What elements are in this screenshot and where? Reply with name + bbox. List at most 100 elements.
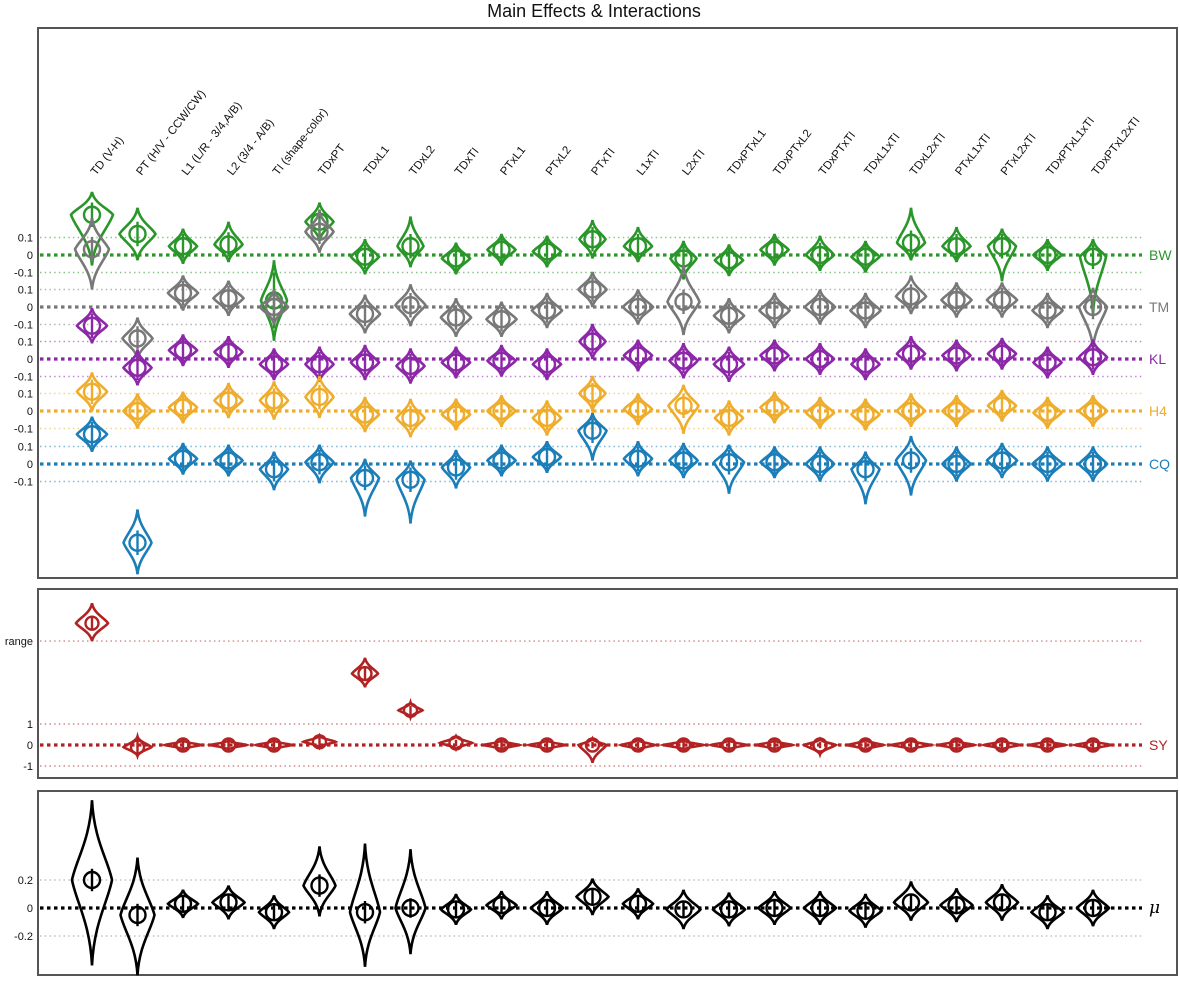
mean-marker <box>82 382 102 401</box>
mean-marker <box>264 297 284 317</box>
violin-outline <box>121 349 154 386</box>
violin-outline <box>258 289 290 325</box>
mean-marker <box>810 898 830 918</box>
violin-SY-L1xTI <box>617 737 659 753</box>
violin-H4-PTxL1xTI <box>940 394 973 428</box>
violin-outline <box>303 346 336 383</box>
mean-marker <box>947 237 966 256</box>
mean-marker <box>675 737 692 753</box>
violin-outline <box>1030 292 1065 329</box>
mean-marker <box>810 454 830 474</box>
mean-marker <box>173 398 193 417</box>
violin-outline <box>210 885 247 920</box>
mean-marker <box>901 451 921 470</box>
mean-marker <box>583 421 602 440</box>
tick-label-KL--0.1: -0.1 <box>14 372 33 384</box>
violin-outline <box>667 384 700 434</box>
violin-CQ-TDxPTxL2xTI <box>1077 446 1109 482</box>
mean-marker <box>628 237 648 256</box>
violin-outline <box>75 307 109 344</box>
mean-marker <box>1038 353 1057 372</box>
violin-outline <box>984 883 1020 921</box>
mean-marker <box>628 894 648 913</box>
violin-H4-PTxL2 <box>531 400 563 436</box>
violin-outline <box>758 339 791 372</box>
mean-marker <box>992 290 1012 310</box>
violin-H4-PTxL2xTI <box>986 389 1018 422</box>
violin-CQ-TDxTI <box>440 449 472 489</box>
mean-marker <box>492 896 511 915</box>
violin-CQ-L1xTI <box>622 440 654 477</box>
violin-outline <box>303 444 336 484</box>
mean-marker <box>492 451 511 470</box>
violin-SY-TDxTI <box>437 733 475 753</box>
violin-outline <box>576 271 609 308</box>
mean-marker <box>537 898 557 918</box>
violin-outline <box>706 738 752 752</box>
violin-μ-TD-V-H- <box>70 800 114 966</box>
violin-μ-PTxL1xTI <box>938 888 975 923</box>
mean-marker <box>82 240 102 259</box>
violin-outline <box>622 339 654 372</box>
row-label-BW: BW <box>1149 247 1172 263</box>
violin-outline <box>257 895 291 930</box>
violin-outline <box>258 380 290 421</box>
violin-BW-TDxPTxL1xTI <box>1031 238 1064 272</box>
violin-SY-PTxL1xTI <box>934 737 979 753</box>
violin-outline <box>1031 346 1064 379</box>
violin-TM-L2xTI <box>666 264 701 336</box>
mean-marker <box>355 405 375 424</box>
violin-outline <box>440 449 472 489</box>
violin-CQ-TDxL2xTI <box>894 435 928 496</box>
violin-outline <box>849 240 882 273</box>
violin-TM-TI-shape-color- <box>258 289 290 325</box>
mean-marker <box>992 237 1012 256</box>
violin-BW-TDxL2 <box>396 216 425 268</box>
mean-marker <box>264 391 284 410</box>
violin-outline <box>211 280 246 317</box>
violin-outline <box>212 335 245 369</box>
violin-outline <box>349 238 381 275</box>
violin-BW-TDxTI <box>440 242 472 275</box>
mean-marker <box>446 458 466 477</box>
violin-TM-PTxL1xTI <box>939 282 974 318</box>
violin-outline <box>850 451 881 505</box>
mean-marker <box>219 235 238 254</box>
violin-outline <box>349 344 381 381</box>
violin-outline <box>621 289 655 325</box>
mean-marker <box>856 301 875 320</box>
panel-frame-2 <box>37 790 1178 976</box>
violin-μ-TDxPT <box>302 846 337 917</box>
violin-outline <box>166 889 200 919</box>
violin-outline <box>621 887 655 920</box>
mean-marker <box>264 460 284 479</box>
violin-outline <box>1077 394 1109 428</box>
violin-outline <box>986 228 1018 282</box>
violin-outline <box>758 446 791 479</box>
violin-KL-TDxPTxL1 <box>712 346 746 383</box>
tick-label-BW-0: 0 <box>27 250 33 262</box>
violin-CQ-L2-3-4-A-B- <box>212 444 245 477</box>
tick-label-SY-0: 0 <box>27 740 33 752</box>
violin-TM-TDxPT <box>304 210 335 254</box>
violin-outline <box>166 275 200 311</box>
violin-outline <box>577 323 608 360</box>
violin-TM-TDxTI <box>439 297 473 338</box>
tick-label-μ-0.2: 0.2 <box>18 875 33 887</box>
mean-marker <box>901 401 921 421</box>
violin-BW-PTxL1 <box>485 233 518 266</box>
mean-marker <box>856 355 875 374</box>
mean-marker <box>583 384 602 403</box>
violin-outline <box>1070 738 1116 752</box>
violin-outline <box>1031 396 1064 429</box>
mean-marker <box>355 468 375 488</box>
violin-outline <box>985 442 1019 479</box>
violin-SY-L2-3-4-A-B- <box>206 737 251 753</box>
violin-μ-TDxL2xTI <box>892 881 930 921</box>
mean-marker <box>810 245 830 265</box>
violin-μ-TDxTI <box>439 893 473 926</box>
violin-outline <box>394 849 427 955</box>
violin-SY-PTxTI <box>576 735 609 764</box>
violin-H4-L2xTI <box>667 384 700 434</box>
violin-outline <box>75 416 109 453</box>
